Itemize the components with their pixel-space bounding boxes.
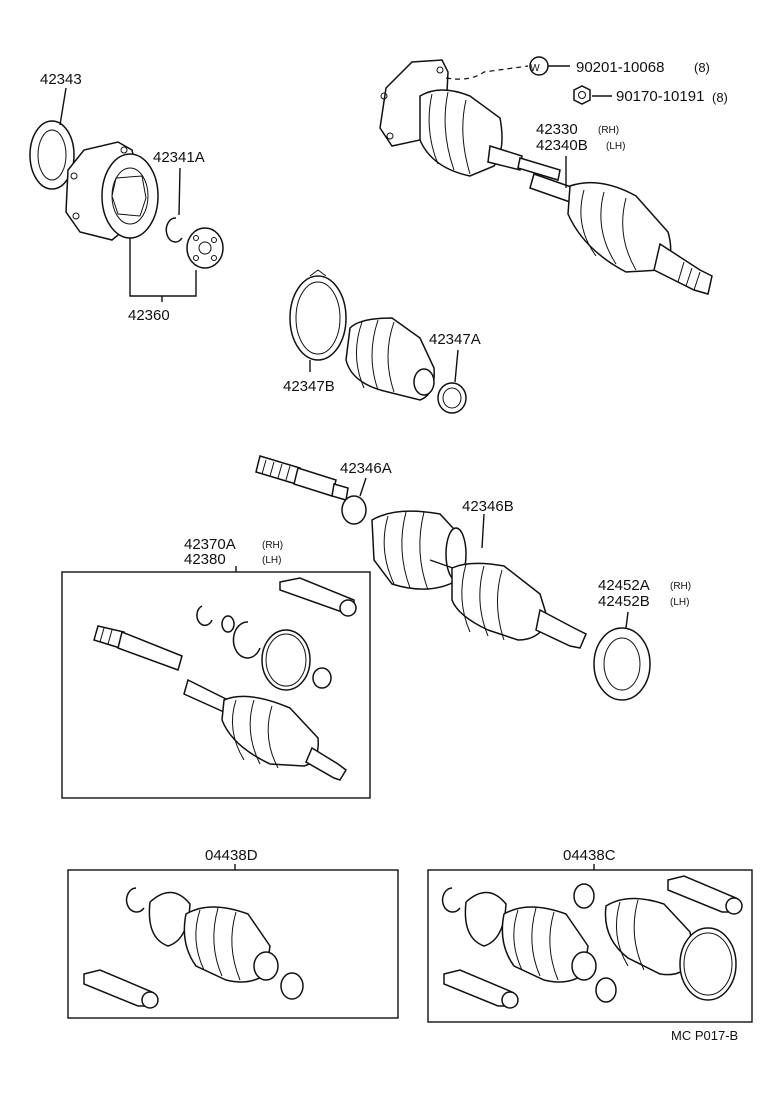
diagram-code: MC P017-B xyxy=(671,1028,738,1043)
dust-deflector-42452 xyxy=(593,611,651,701)
box3-contents xyxy=(441,875,743,1009)
outboard-joint-housing xyxy=(65,141,159,241)
side-42452A: (RH) xyxy=(670,581,691,592)
label-42346B: 42346B xyxy=(462,498,514,515)
washer-symbol: W xyxy=(530,63,540,74)
side-42330: (RH) xyxy=(598,125,619,136)
boot-clamp-42346A xyxy=(341,477,367,525)
label-42341A: 42341A xyxy=(153,149,205,166)
boot-clamp-42347A xyxy=(437,349,467,414)
label-42360: 42360 xyxy=(128,307,170,324)
label-42370A: 42370A xyxy=(184,536,236,553)
side-42380: (LH) xyxy=(262,555,281,566)
outboard-boot xyxy=(345,317,435,401)
side-42452B: (LH) xyxy=(670,597,689,608)
axle-shaft xyxy=(255,455,349,501)
label-04438D: 04438D xyxy=(205,847,258,864)
label-42380: 42380 xyxy=(184,551,226,568)
label-42452B: 42452B xyxy=(598,593,650,610)
inboard-boot-assembly xyxy=(371,510,587,649)
side-42340B: (LH) xyxy=(606,141,625,152)
label-90170: 90170-10191 xyxy=(616,88,704,105)
box-04438D xyxy=(67,869,399,1019)
label-42340B: 42340B xyxy=(536,137,588,154)
label-04438C: 04438C xyxy=(563,847,616,864)
dust-deflector-42343 xyxy=(29,87,75,190)
label-42452A: 42452A xyxy=(598,577,650,594)
box-42370A-42380 xyxy=(61,571,371,799)
washer-bolt-90201 xyxy=(445,56,570,80)
nut-90170 xyxy=(573,85,612,105)
box2-contents xyxy=(83,887,304,1009)
qty-90170: (8) xyxy=(712,90,728,105)
label-42330: 42330 xyxy=(536,121,578,138)
label-90201: 90201-10068 xyxy=(576,59,664,76)
inner-race-cage-assembly xyxy=(186,227,224,269)
shaft-assembly-42330 xyxy=(379,59,713,295)
qty-90201: (8) xyxy=(694,60,710,75)
box1-contents xyxy=(93,577,357,781)
boot-clamp-42347B xyxy=(289,269,347,372)
side-42370A: (RH) xyxy=(262,540,283,551)
leader-42360 xyxy=(129,238,197,297)
box-04438C xyxy=(427,869,753,1023)
label-42347A: 42347A xyxy=(429,331,481,348)
label-42343: 42343 xyxy=(40,71,82,88)
label-42347B: 42347B xyxy=(283,378,335,395)
label-42346A: 42346A xyxy=(340,460,392,477)
snap-ring-42341A xyxy=(165,167,183,243)
